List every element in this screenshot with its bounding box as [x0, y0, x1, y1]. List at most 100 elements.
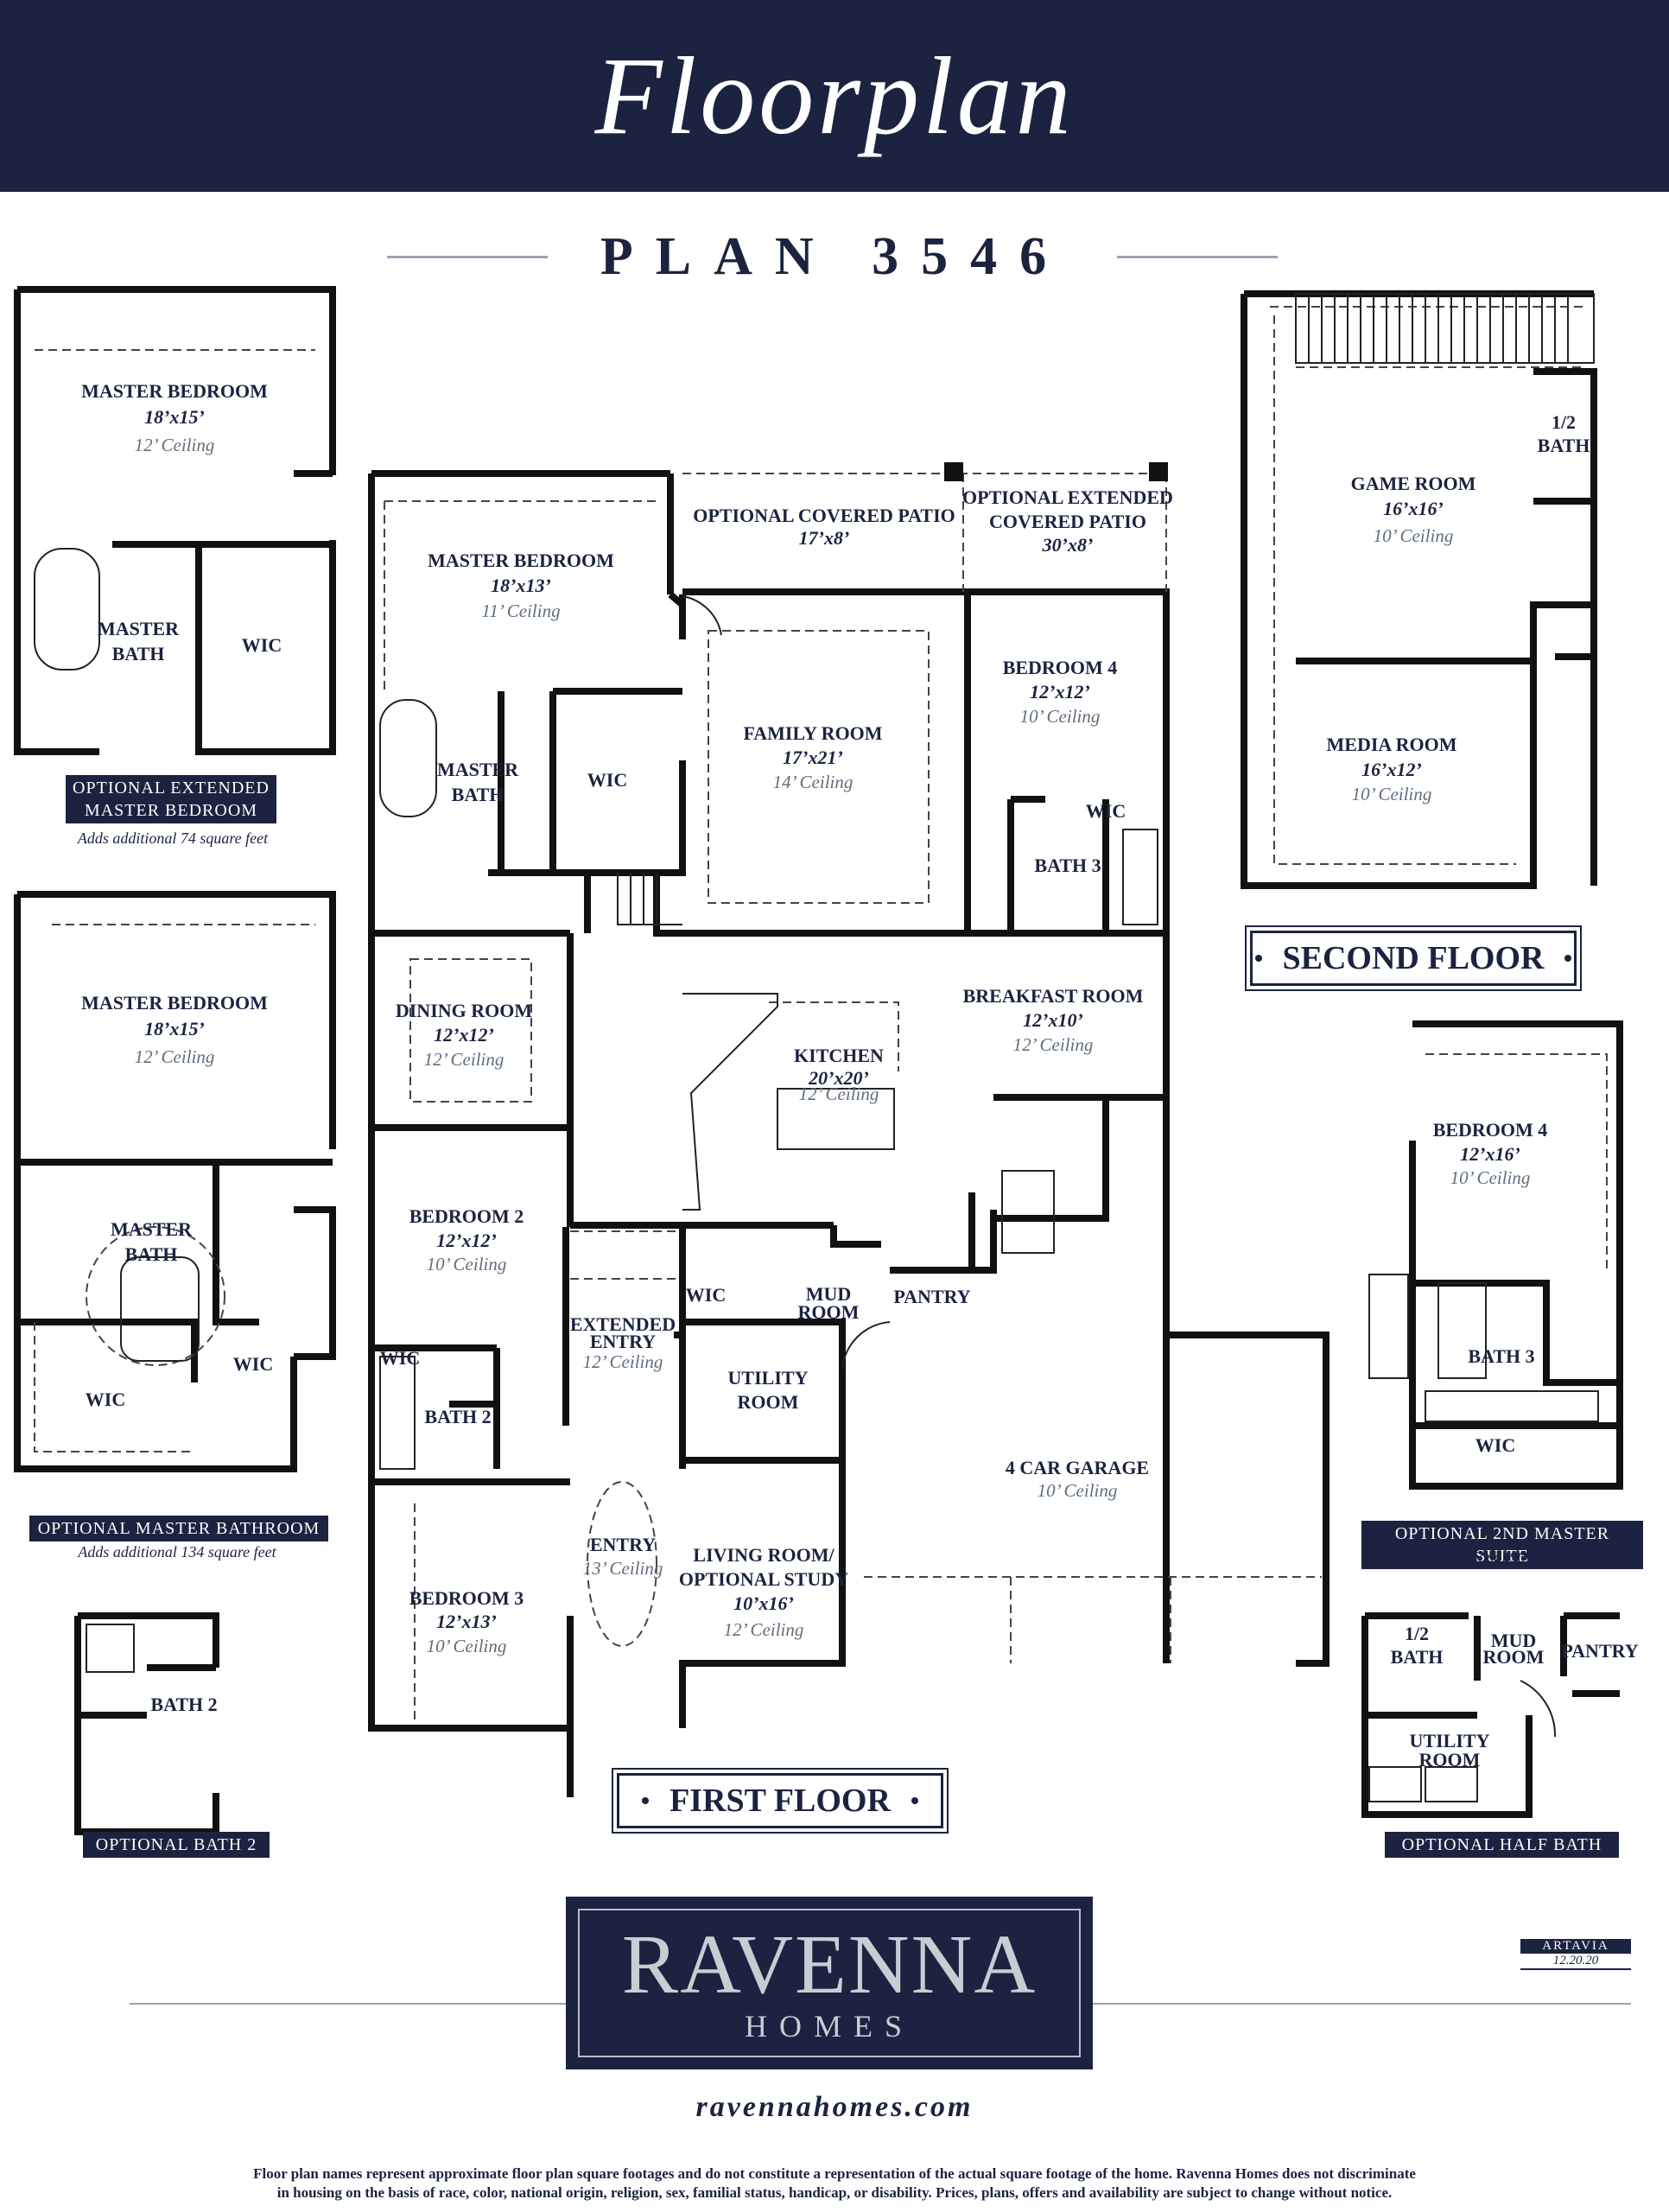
- label-master-bedroom-ceiling: 11’ Ceiling: [481, 601, 560, 621]
- label-garage-ceiling: 10’ Ceiling: [1038, 1480, 1118, 1501]
- bullet-dot: [642, 1797, 650, 1804]
- first-floor-label: FIRST FLOOR: [612, 1768, 949, 1834]
- label-omb-bedroom-dim: 18’x15’: [144, 1018, 205, 1039]
- label-family-room: FAMILY ROOM: [743, 722, 882, 744]
- label-ohb-pantry: PANTRY: [1561, 1640, 1638, 1662]
- label-ohb-mud-2: ROOM: [1483, 1646, 1545, 1668]
- logo-rule-right: [1093, 2003, 1631, 2005]
- label-ohb-half-1: 1/2: [1405, 1623, 1429, 1644]
- label-entry: ENTRY: [590, 1534, 656, 1555]
- label-garage: 4 CAR GARAGE: [1006, 1457, 1149, 1478]
- label-o2-wic: WIC: [1475, 1434, 1515, 1456]
- label-bedroom3-dim: 12’x13’: [436, 1611, 497, 1632]
- disclaimer-line1: Floor plan names represent approximate f…: [253, 2165, 1416, 2182]
- label-bedroom3: BEDROOM 3: [409, 1587, 524, 1609]
- label-omb-bedroom-ceiling: 12’ Ceiling: [135, 1046, 215, 1067]
- label-bedroom3-ceiling: 10’ Ceiling: [427, 1636, 507, 1656]
- caption-opt-master-bath-line1: OPTIONAL MASTER BATHROOM: [37, 1519, 320, 1538]
- label-pantry: PANTRY: [893, 1286, 970, 1307]
- label-bedroom2: BEDROOM 2: [409, 1205, 524, 1227]
- bullet-dot: [911, 1797, 918, 1804]
- label-bedroom2-wic: WIC: [380, 1347, 420, 1369]
- stamp-line2: 12.20.20: [1520, 1954, 1631, 1970]
- label-o2-bedroom4-ceiling: 10’ Ceiling: [1450, 1167, 1531, 1188]
- plan-stamp: ARTAVIA 12.20.20: [1520, 1939, 1631, 1970]
- label-master-wic: WIC: [587, 769, 627, 791]
- disclaimer-line2: in housing on the basis of race, color, …: [276, 2184, 1393, 2201]
- first-floor-text: FIRST FLOOR: [670, 1783, 891, 1819]
- label-living-room-dim: 10’x16’: [733, 1592, 794, 1614]
- label-ohb-utility-2: ROOM: [1419, 1749, 1481, 1770]
- label-master-bath: MASTER: [437, 759, 519, 780]
- label-breakfast-room-dim: 12’x10’: [1023, 1009, 1083, 1031]
- label-oem-bedroom-ceiling: 12’ Ceiling: [135, 435, 215, 455]
- label-ohb-half-2: BATH: [1391, 1646, 1444, 1668]
- caption-opt-master-bath: OPTIONAL MASTER BATHROOM: [29, 1516, 328, 1541]
- label-bedroom4-wic: WIC: [1086, 800, 1126, 822]
- label-utility-room-2: ROOM: [738, 1391, 799, 1413]
- label-kitchen: KITCHEN: [794, 1045, 884, 1066]
- label-entry-ceiling: 13’ Ceiling: [583, 1558, 663, 1579]
- website-url[interactable]: ravennahomes.com: [695, 2091, 974, 2123]
- label-dining-room: DINING ROOM: [396, 1000, 533, 1021]
- second-floor-text: SECOND FLOOR: [1282, 940, 1545, 976]
- label-breakfast-room-ceiling: 12’ Ceiling: [1013, 1034, 1094, 1055]
- label-breakfast-room: BREAKFAST ROOM: [963, 985, 1144, 1007]
- label-ob2-bath: BATH 2: [150, 1694, 217, 1715]
- label-extended-entry-2: ENTRY: [590, 1331, 656, 1352]
- bullet-dot: [1254, 955, 1262, 962]
- ravenna-logo: RAVENNA HOMES: [566, 1897, 1093, 2069]
- label-ohb-utility-1: UTILITY: [1410, 1730, 1490, 1751]
- bullet-dot: [1564, 955, 1572, 962]
- title-rule-right: [1117, 256, 1278, 258]
- label-game-room: GAME ROOM: [1351, 473, 1476, 494]
- caption-opt-master-bath-sub: Adds additional 134 square feet: [78, 1543, 276, 1560]
- label-omb-bath-1: MASTER: [111, 1218, 193, 1240]
- plan-title: PLAN 3546: [600, 227, 1069, 286]
- disclaimer: Floor plan names represent approximate f…: [130, 2164, 1539, 2202]
- logo-rule-left: [130, 2003, 566, 2005]
- caption-opt-half-bath-line1: OPTIONAL HALF BATH: [1401, 1835, 1602, 1854]
- label-living-room-ceiling: 12’ Ceiling: [724, 1619, 804, 1640]
- label-covered-patio: OPTIONAL COVERED PATIO: [693, 505, 955, 526]
- label-bedroom4-dim: 12’x12’: [1030, 681, 1090, 702]
- label-bedroom2-ceiling: 10’ Ceiling: [427, 1254, 507, 1274]
- label-half-bath-upper-2: BATH: [1538, 435, 1590, 456]
- caption-opt-ext-master: OPTIONAL EXTENDED MASTER BEDROOM: [66, 775, 276, 823]
- label-oem-wic: WIC: [242, 634, 282, 656]
- opt-half-bath-walls: [1361, 1612, 1620, 1818]
- label-extended-entry-1: EXTENDED: [570, 1313, 676, 1335]
- label-kitchen-dim: 20’x20’: [808, 1067, 869, 1089]
- label-media-room-ceiling: 10’ Ceiling: [1352, 784, 1432, 804]
- label-game-room-dim: 16’x16’: [1383, 498, 1444, 519]
- logo-border: [578, 1909, 1081, 2057]
- label-omb-wic1: WIC: [86, 1389, 125, 1410]
- opt-ext-master-walls: [14, 286, 336, 755]
- label-media-room: MEDIA ROOM: [1327, 734, 1457, 755]
- label-dining-room-dim: 12’x12’: [434, 1024, 494, 1046]
- label-bedroom2-dim: 12’x12’: [436, 1230, 497, 1251]
- caption-opt-2nd-master-sub: Adds additional 90 square feet: [1406, 1548, 1598, 1566]
- first-floor-walls: [368, 470, 1329, 1797]
- caption-opt-bath2-line1: OPTIONAL BATH 2: [95, 1835, 257, 1854]
- caption-opt-ext-master-line2: MASTER BEDROOM: [84, 801, 258, 820]
- label-ext-patio-dim: 30’x8’: [1042, 534, 1094, 556]
- label-bedroom4: BEDROOM 4: [1003, 657, 1118, 678]
- caption-opt-2nd-master-line1: OPTIONAL 2ND MASTER SUITE: [1394, 1524, 1610, 1566]
- caption-opt-2nd-master: OPTIONAL 2ND MASTER SUITE: [1361, 1521, 1643, 1569]
- opt-bath2-walls: [74, 1612, 219, 1835]
- page-title: Floorplan: [594, 34, 1075, 157]
- label-o2-bath3: BATH 3: [1468, 1345, 1534, 1367]
- label-mud-room-2: ROOM: [798, 1301, 860, 1323]
- caption-opt-ext-master-line1: OPTIONAL EXTENDED: [73, 779, 270, 798]
- label-oem-bath-1: MASTER: [98, 618, 180, 639]
- label-master-bedroom: MASTER BEDROOM: [428, 550, 614, 571]
- label-o2-bedroom4-dim: 12’x16’: [1460, 1143, 1520, 1165]
- label-media-room-dim: 16’x12’: [1361, 759, 1422, 780]
- caption-opt-half-bath: OPTIONAL HALF BATH: [1385, 1832, 1619, 1858]
- opt-2nd-master-walls: [1409, 1020, 1623, 1490]
- label-hall-wic: WIC: [686, 1284, 726, 1306]
- label-half-bath-upper-1: 1/2: [1552, 411, 1576, 433]
- label-bath3: BATH 3: [1034, 855, 1101, 876]
